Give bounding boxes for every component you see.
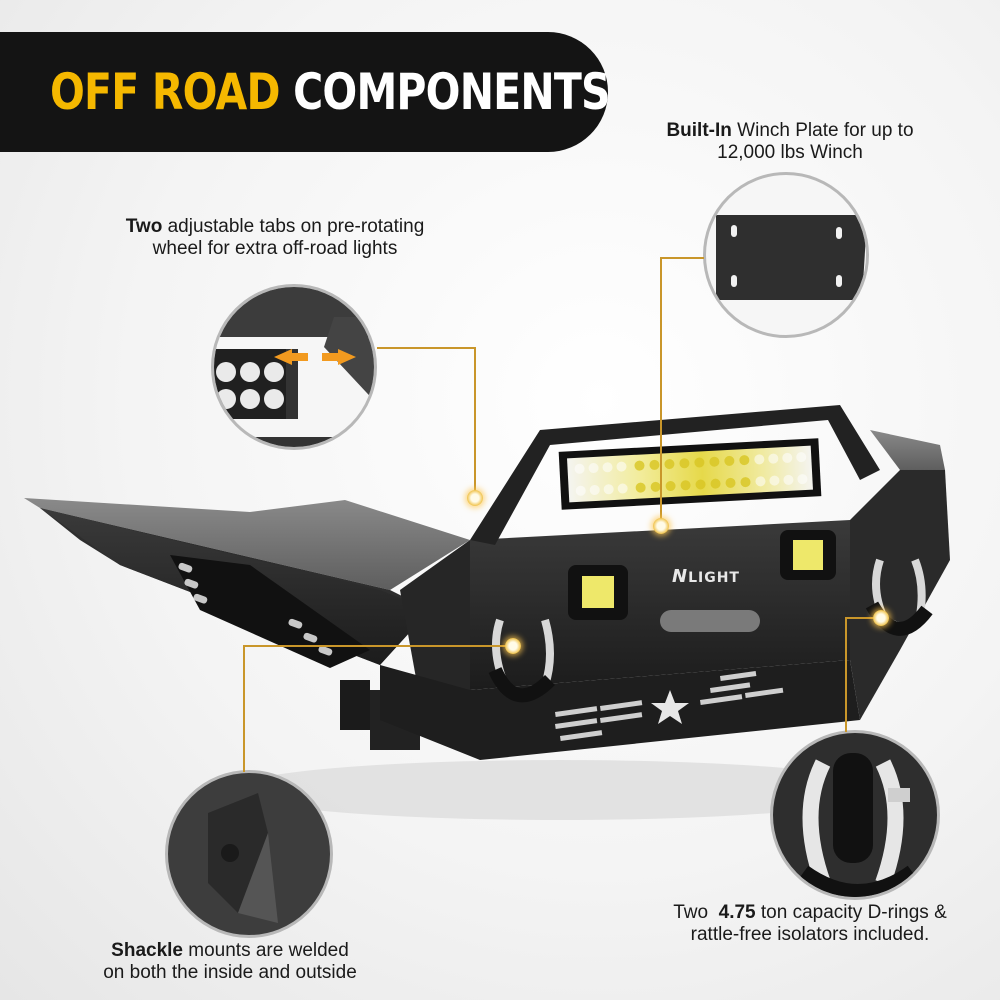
caption-d-rings: Two 4.75 ton capacity D-rings & rattle-f…	[650, 902, 970, 946]
caption-bold: Shackle	[111, 940, 183, 961]
inset-d-ring	[770, 730, 940, 900]
caption-light-tabs: Two adjustable tabs on pre-rotating whee…	[95, 216, 455, 260]
page-title: OFF ROAD COMPONENTS	[50, 63, 611, 121]
caption-text: adjustable tabs on pre-rotating	[162, 216, 425, 237]
callout-dot-winch	[653, 518, 669, 534]
pod-light-left	[568, 565, 628, 620]
callout-line-shackle-h	[243, 645, 513, 647]
callout-line-light-tabs-h	[377, 347, 475, 349]
caption-text: ton capacity D-rings &	[755, 902, 947, 923]
title-accent: OFF ROAD	[50, 63, 280, 121]
honeycomb-grille	[170, 555, 370, 668]
callout-dot-shackle	[505, 638, 521, 654]
caption-shackle-mounts: Shackle mounts are welded on both the in…	[85, 940, 375, 984]
callout-line-d-ring-v	[845, 617, 847, 732]
caption-bold: Two	[125, 216, 163, 237]
callout-dot-d-ring	[873, 610, 889, 626]
callout-line-d-ring-h	[845, 617, 881, 619]
inset-winch-plate	[703, 172, 869, 338]
callout-line-shackle-v	[243, 645, 245, 772]
caption-bold: 4.75	[718, 902, 756, 923]
callout-dot-light-tabs	[467, 490, 483, 506]
brand-name: LIGHT	[688, 570, 740, 586]
title-main: COMPONENTS	[293, 63, 610, 121]
arrow-right-icon	[322, 349, 356, 365]
winch-slot	[660, 610, 760, 632]
caption-text: on both the inside and outside	[103, 962, 357, 983]
caption-bold: Built-In	[666, 120, 732, 141]
caption-text: rattle-free isolators included.	[690, 924, 930, 945]
pod-light-right	[780, 530, 836, 580]
d-ring-left	[488, 618, 555, 703]
inset-shackle-mount	[165, 770, 333, 938]
brand-mark: N	[672, 566, 689, 587]
caption-text: Winch Plate for up to	[731, 120, 914, 141]
caption-text: 12,000 lbs Winch	[717, 142, 863, 163]
callout-line-winch-h	[660, 257, 704, 259]
caption-text: mounts are welded	[183, 940, 349, 961]
header-banner: OFF ROAD COMPONENTS	[0, 32, 611, 152]
inset-light-tabs	[211, 284, 377, 450]
caption-text: Two	[673, 902, 719, 923]
star-emblem	[651, 690, 689, 724]
arrow-left-icon	[274, 349, 308, 365]
caption-winch-plate: Built-In Winch Plate for up to 12,000 lb…	[640, 120, 940, 164]
callout-line-light-tabs-v	[474, 347, 476, 499]
brand-logo: NLIGHT	[672, 566, 740, 587]
callout-line-winch-v	[660, 257, 662, 527]
caption-text: wheel for extra off-road lights	[152, 238, 398, 259]
